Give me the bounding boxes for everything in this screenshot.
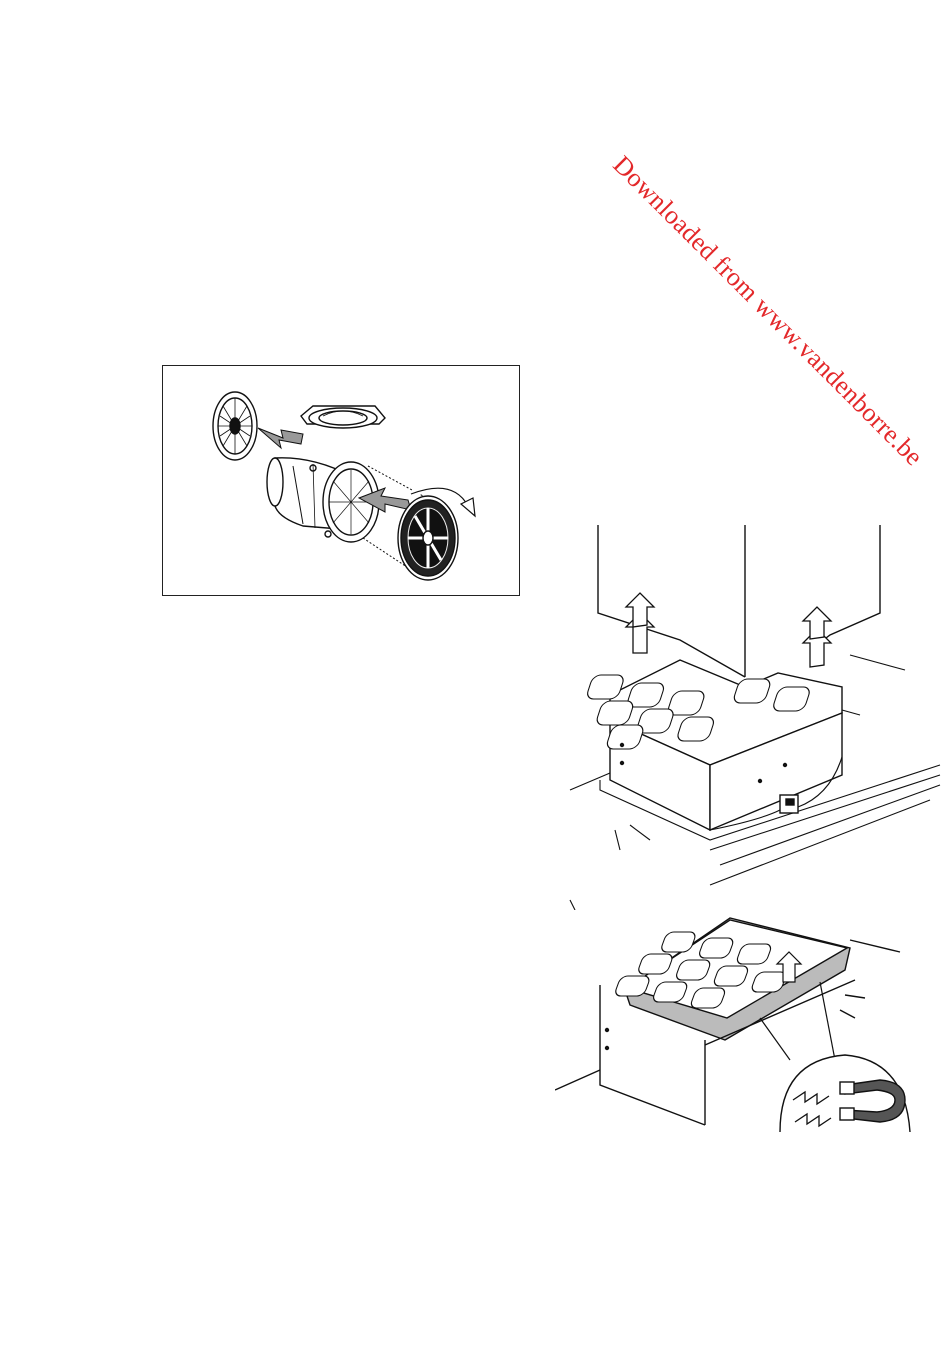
lift-arrow-left-icon [626, 593, 654, 653]
magnet-detail-icon [780, 1055, 910, 1132]
fan-motor-icon [267, 406, 385, 542]
hood-chimney-lift-illustration [560, 525, 950, 910]
grease-filter-removal-figure [555, 910, 950, 1135]
watermark-text: Downloaded from www.vandenborre.be [607, 150, 925, 468]
left-carbon-filter-icon [213, 392, 257, 460]
right-carbon-filter-icon [398, 496, 458, 580]
fan-filter-fitting-figure [162, 365, 520, 596]
left-insert-arrow-icon [258, 428, 303, 448]
grease-filter-magnet-illustration [555, 910, 950, 1135]
grease-filter-panel-icon [614, 918, 850, 1040]
grease-filter-access-figure [560, 525, 950, 910]
fan-motor-with-carbon-filters-illustration [163, 366, 519, 595]
